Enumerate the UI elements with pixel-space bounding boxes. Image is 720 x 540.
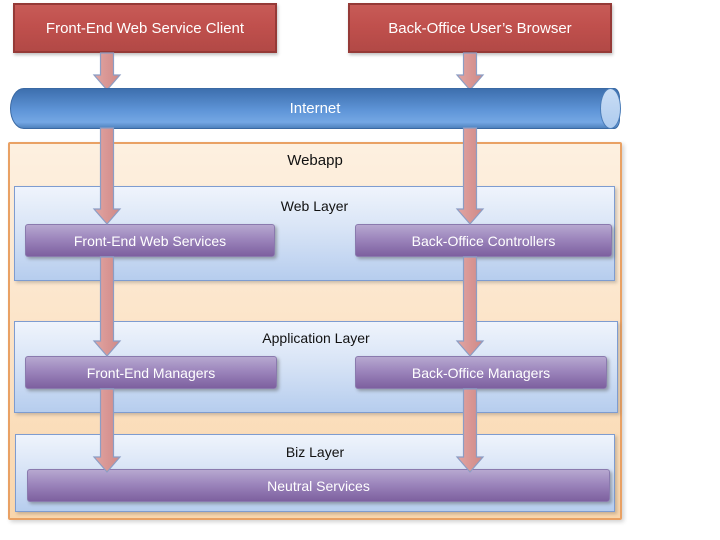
node-label: Front-End Web Services (73, 232, 227, 249)
node-neutral-services: Neutral Services (27, 469, 610, 502)
down-arrow-controllers-to-managers-icon (455, 256, 485, 357)
node-label: Back-Office Managers (411, 364, 551, 381)
node-front-end-managers: Front-End Managers (25, 356, 277, 389)
down-arrow-web-services-to-managers-icon (92, 256, 122, 357)
down-arrow-internet-to-controllers-icon (455, 127, 485, 225)
node-back-office-users-browser: Back-Office User’s Browser (348, 3, 612, 53)
cylinder-end-cap (600, 88, 621, 129)
node-internet-cylinder: Internet (10, 88, 620, 129)
node-label: Back-Office Controllers (411, 232, 556, 249)
down-arrow-client-to-internet-icon (92, 52, 122, 91)
application-layer-label: Application Layer (262, 330, 370, 346)
down-arrow-fe-managers-to-neutral-icon (92, 388, 122, 473)
node-label: Front-End Web Service Client (45, 19, 245, 37)
node-label: Front-End Managers (86, 364, 216, 381)
node-label: Neutral Services (267, 477, 370, 494)
biz-layer-label: Biz Layer (285, 444, 345, 460)
node-back-office-controllers: Back-Office Controllers (355, 224, 612, 257)
down-arrow-browser-to-internet-icon (455, 52, 485, 91)
down-arrow-bo-managers-to-neutral-icon (455, 388, 485, 473)
node-label: Back-Office User’s Browser (388, 19, 572, 37)
node-label: Internet (289, 100, 341, 117)
node-front-end-web-service-client: Front-End Web Service Client (13, 3, 277, 53)
node-front-end-web-services: Front-End Web Services (25, 224, 275, 257)
webapp-label: Webapp (287, 152, 343, 169)
node-back-office-managers: Back-Office Managers (355, 356, 607, 389)
down-arrow-internet-to-web-services-icon (92, 127, 122, 225)
web-layer-label: Web Layer (280, 198, 349, 214)
